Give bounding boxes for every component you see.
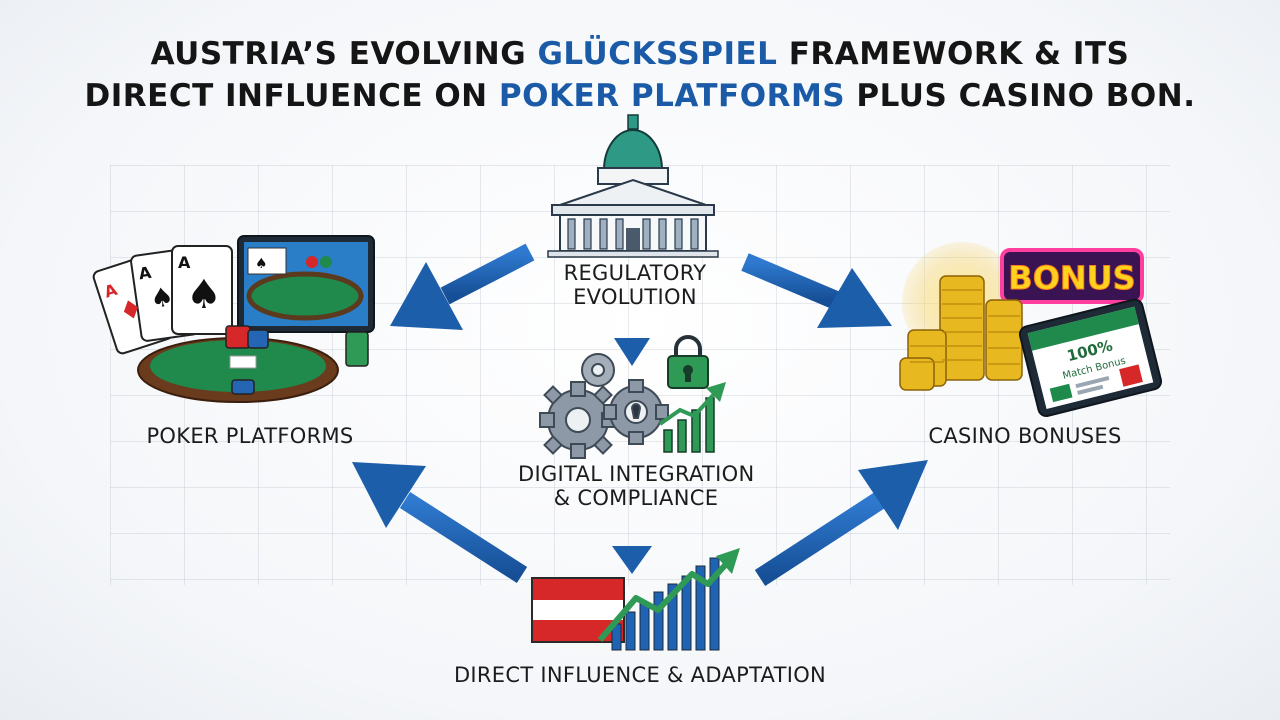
arrow-regulatory-to-digital bbox=[614, 312, 650, 366]
svg-text:A: A bbox=[137, 263, 153, 284]
title-highlight-poker-platforms: POKER PLATFORMS bbox=[498, 78, 846, 114]
title-line-1: AUSTRIA’S EVOLVING GLÜCKSSPIEL FRAMEWORK… bbox=[150, 36, 1130, 72]
node-label-regulatory: REGULATORY EVOLUTION bbox=[563, 261, 707, 309]
title-line-2: DIRECT INFLUENCE ON POKER PLATFORMS PLUS… bbox=[84, 78, 1196, 114]
arrow-regulatory-to-casino bbox=[741, 253, 892, 328]
bonus-sign-text: BONUS bbox=[1008, 259, 1135, 297]
arrow-direct-to-poker bbox=[352, 462, 528, 583]
arrow-regulatory-to-poker bbox=[390, 243, 535, 330]
node-label-poker-platforms: POKER PLATFORMS bbox=[146, 424, 354, 448]
arrow-direct-to-casino bbox=[754, 460, 928, 586]
arrow-digital-to-direct bbox=[612, 520, 652, 574]
node-label-digital-integration: DIGITAL INTEGRATION & COMPLIANCE bbox=[518, 462, 755, 510]
poker-table-cards-icon: ♠ A ♦ A ♠ A ♠ bbox=[92, 235, 375, 403]
coins-bonus-tablet-icon: BONUS 100% Match Bonus bbox=[899, 242, 1163, 417]
svg-text:♠: ♠ bbox=[148, 282, 175, 315]
svg-text:♠: ♠ bbox=[186, 272, 222, 318]
gears-lock-chart-icon bbox=[539, 335, 726, 459]
title-highlight-gluecksspiel: GLÜCKSSPIEL bbox=[537, 36, 778, 72]
node-label-direct-influence: DIRECT INFLUENCE & ADAPTATION bbox=[453, 663, 827, 687]
austria-flag-growth-chart-icon bbox=[531, 548, 740, 651]
svg-text:A: A bbox=[178, 253, 191, 272]
node-label-casino-bonuses: CASINO BONUSES bbox=[928, 424, 1122, 448]
svg-text:♠: ♠ bbox=[255, 256, 268, 272]
government-building-icon bbox=[547, 114, 719, 258]
